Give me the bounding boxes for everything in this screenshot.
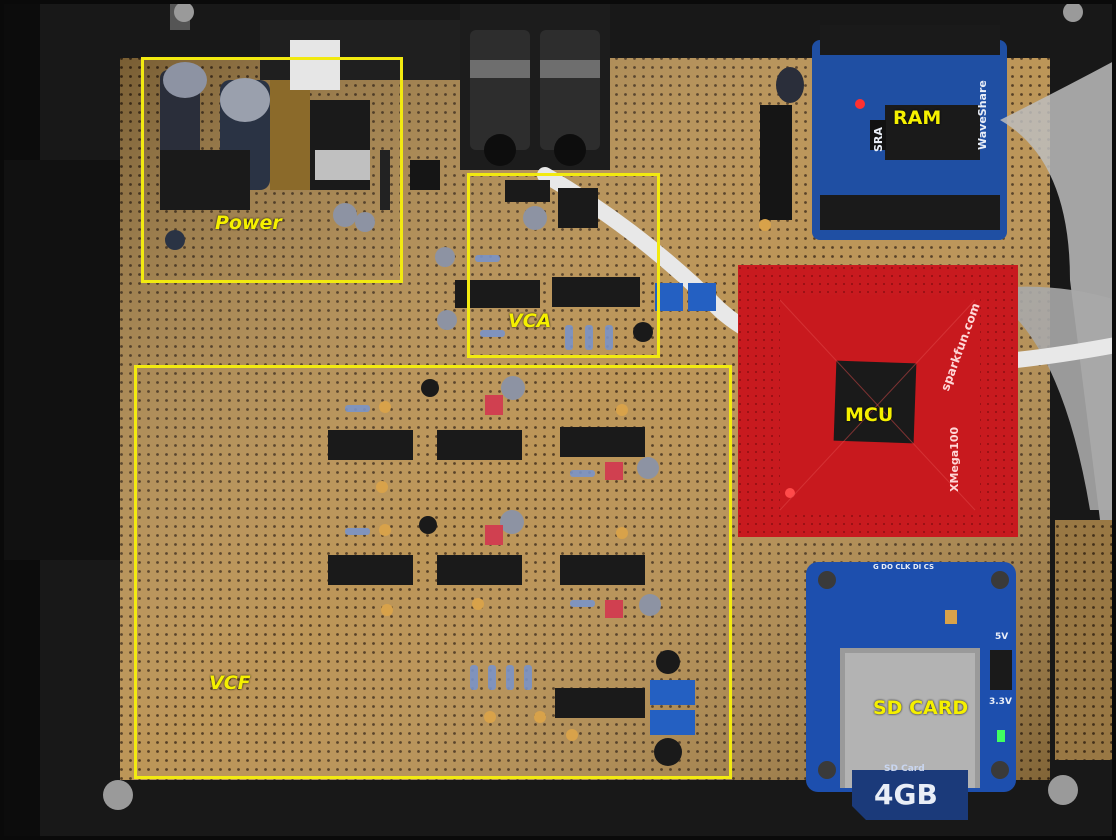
ram-module (760, 25, 1007, 240)
vca-label: VCA (508, 310, 552, 332)
vcf-components (328, 376, 695, 766)
power-components (160, 40, 440, 250)
sd-card-label: SD CARD (873, 697, 969, 719)
mcu-board (738, 265, 1018, 537)
mcu-label: MCU (845, 404, 894, 426)
vcf-label: VCF (209, 672, 251, 694)
sd-voltage-top: 5V (995, 632, 1009, 642)
ram-brand-text: WaveShare (976, 80, 989, 150)
audio-jacks (460, 0, 610, 170)
sd-card-module (806, 562, 1016, 820)
sd-card-small-text: SD Card (884, 764, 925, 774)
ram-label: RAM (893, 107, 942, 129)
mcu-name-text: XMega100 (948, 426, 961, 492)
sd-pins-text: G DO CLK DI CS (873, 563, 935, 571)
power-region-box (141, 57, 403, 283)
vcf-region-box (134, 365, 732, 779)
power-label: Power (215, 212, 282, 234)
sd-voltage-bottom: 3.3V (989, 697, 1012, 707)
vca-region-box (467, 173, 660, 358)
ram-chip-text: SRA (872, 127, 885, 152)
sd-card-capacity: 4GB (874, 778, 938, 811)
